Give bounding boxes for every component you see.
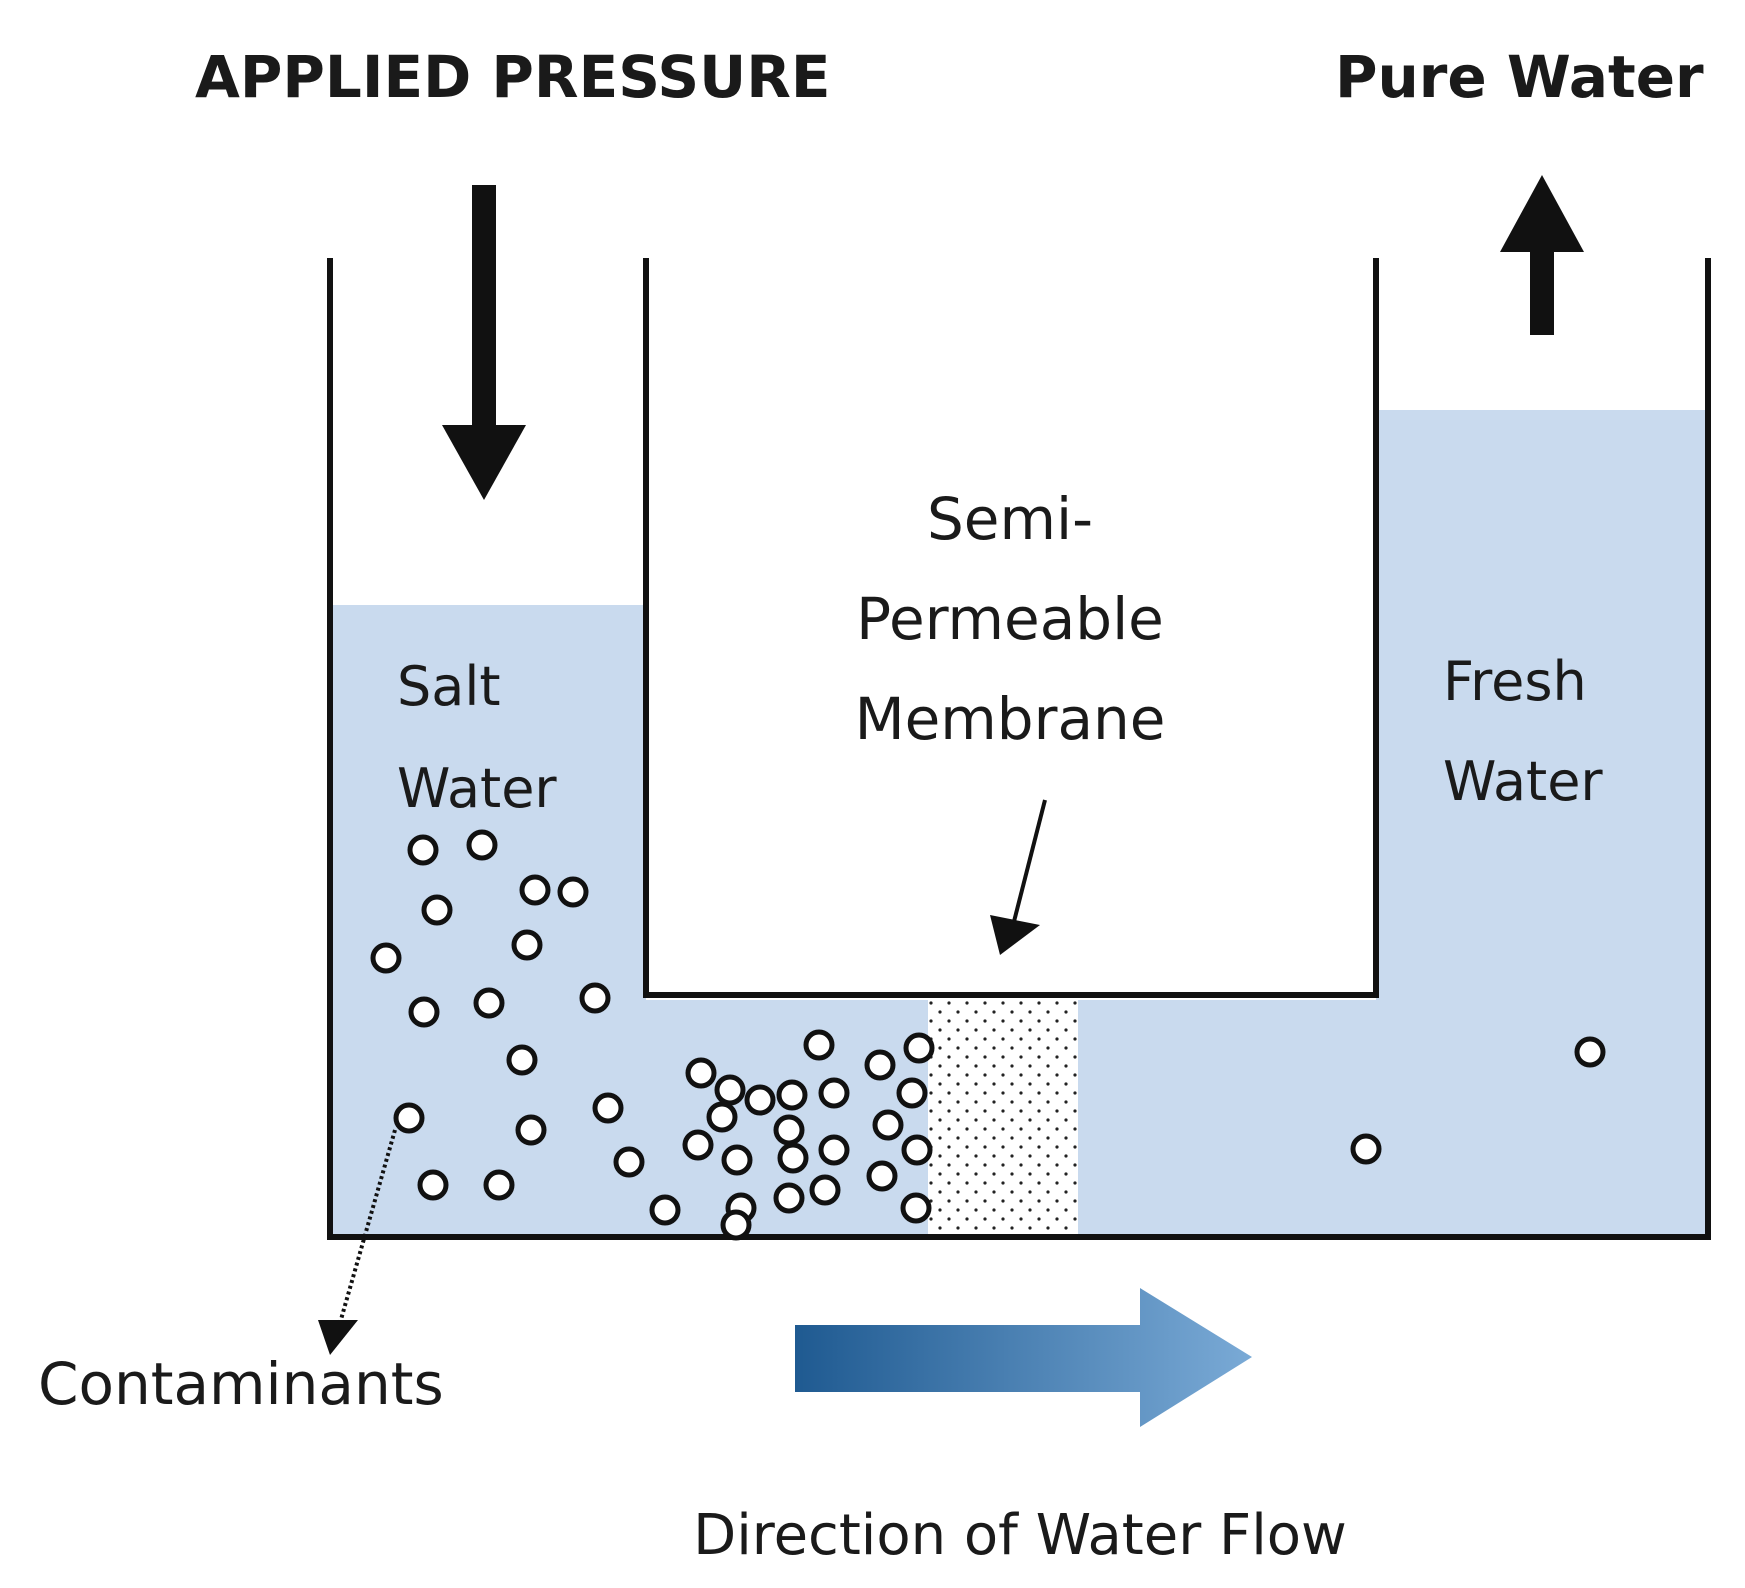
contaminant-particle — [511, 929, 543, 961]
contaminant-particle — [864, 1049, 896, 1081]
contaminant-particle — [515, 1114, 547, 1146]
contaminants-pointer-arrow — [336, 1129, 397, 1331]
salt-water-label-line2: Water — [397, 757, 557, 820]
contaminant-particle — [421, 894, 453, 926]
contaminant-particle — [706, 1101, 738, 1133]
contaminant-particle — [777, 1142, 809, 1174]
contaminant-particle — [393, 1102, 425, 1134]
contaminant-particle — [592, 1092, 624, 1124]
contaminant-particle — [721, 1144, 753, 1176]
contaminant-particle — [466, 829, 498, 861]
fresh-water-fill — [1376, 410, 1706, 1237]
fresh-water-label-line2: Water — [1443, 750, 1603, 813]
contaminant-particle — [1350, 1133, 1382, 1165]
flow-direction-label: Direction of Water Flow — [693, 1503, 1347, 1568]
contaminant-particle — [370, 942, 402, 974]
contaminant-particle — [417, 1169, 449, 1201]
contaminant-particle — [483, 1169, 515, 1201]
pure-water-label: Pure Water — [1335, 43, 1704, 111]
contaminant-particle — [557, 876, 589, 908]
contaminant-particle — [473, 987, 505, 1019]
contaminant-particle — [1574, 1036, 1606, 1068]
contaminant-particle — [744, 1084, 776, 1116]
contaminant-particle — [579, 982, 611, 1014]
contaminant-particle — [685, 1057, 717, 1089]
applied-pressure-label: APPLIED PRESSURE — [195, 43, 831, 111]
salt-water-label-line1: Salt — [397, 655, 501, 718]
contaminant-particle — [818, 1134, 850, 1166]
contaminant-particle — [773, 1114, 805, 1146]
contaminant-particle — [773, 1182, 805, 1214]
contaminant-particle — [896, 1077, 928, 1109]
membrane-pointer-head — [990, 915, 1040, 955]
contaminant-particle — [872, 1109, 904, 1141]
contaminant-particle — [682, 1129, 714, 1161]
contaminant-particle — [649, 1194, 681, 1226]
membrane-label-line3: Membrane — [854, 685, 1166, 753]
contaminant-particle — [714, 1074, 746, 1106]
contaminant-particle — [901, 1134, 933, 1166]
contaminants-label: Contaminants — [38, 1350, 444, 1418]
contaminant-particle — [720, 1209, 752, 1241]
contaminant-particle — [506, 1044, 538, 1076]
contaminant-particle — [809, 1174, 841, 1206]
contaminant-particle — [519, 874, 551, 906]
vessel-outline — [327, 258, 1711, 1240]
contaminant-particle — [613, 1146, 645, 1178]
contaminant-particle — [776, 1079, 808, 1111]
membrane-dots — [928, 1000, 1078, 1237]
contaminant-particle — [408, 996, 440, 1028]
contaminants-pointer-head — [318, 1320, 358, 1355]
outer-vessel — [327, 258, 1711, 1240]
contaminant-particle — [818, 1077, 850, 1109]
contaminant-particle — [903, 1032, 935, 1064]
membrane-label-line1: Semi- — [926, 485, 1094, 553]
inner-divider — [643, 258, 1379, 998]
applied-pressure-arrow — [442, 185, 526, 500]
contaminant-particle — [866, 1160, 898, 1192]
flow-direction-arrow — [795, 1288, 1252, 1427]
fresh-water-label-line1: Fresh — [1443, 650, 1587, 713]
contaminant-particles — [370, 829, 1606, 1241]
contaminant-particle — [900, 1192, 932, 1224]
contaminant-particle — [407, 834, 439, 866]
contaminant-particle — [803, 1029, 835, 1061]
salt-water-fill — [333, 605, 646, 1237]
membrane-label-line2: Permeable — [856, 585, 1164, 653]
pure-water-arrow — [1500, 175, 1584, 335]
